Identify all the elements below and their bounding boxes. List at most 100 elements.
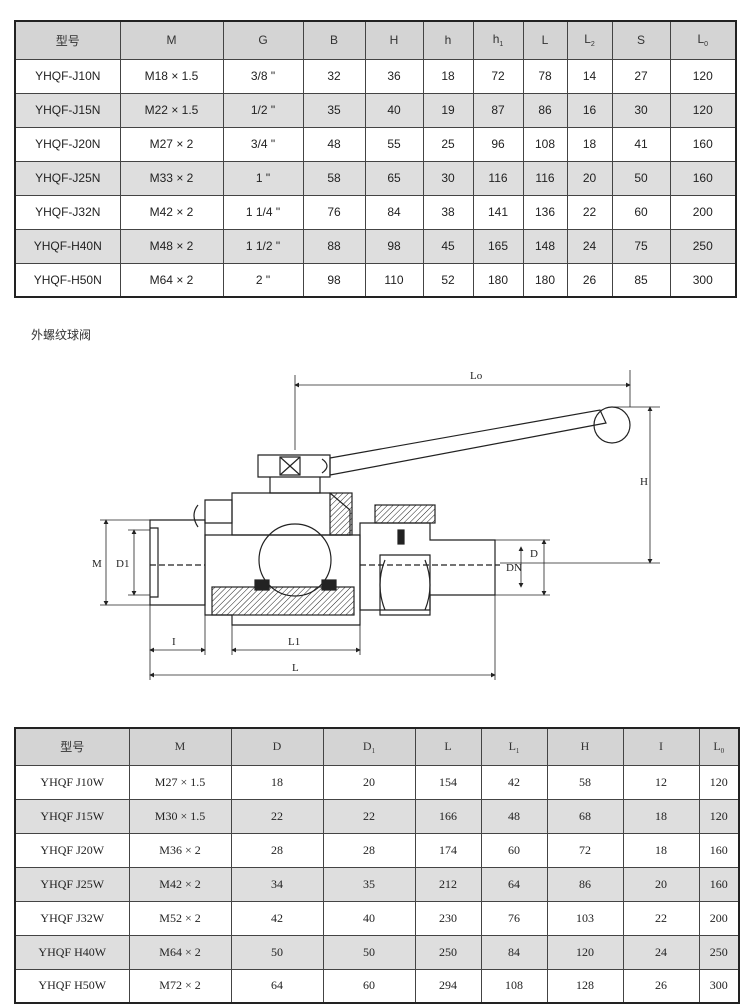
table-cell: 136 [522, 194, 568, 230]
table-cell: 60 [480, 832, 548, 868]
table-cell: 35 [322, 866, 416, 902]
table-cell: 141 [472, 194, 524, 230]
col-header-l0: L0 [669, 20, 737, 60]
col-header-d: D [230, 727, 324, 766]
table-cell: 180 [472, 262, 524, 298]
ball-valve-drawing: Lo H M D1 DN D I L1 L [92, 370, 660, 680]
dim-label-l0: Lo [470, 370, 483, 382]
table-cell: 165 [472, 228, 524, 264]
table-cell: 20 [322, 764, 416, 800]
table-cell: 25 [422, 126, 474, 162]
table-cell: 18 [422, 58, 474, 94]
table-cell: 75 [611, 228, 671, 264]
table-cell: 108 [480, 968, 548, 1004]
col-header-m: M [128, 727, 232, 766]
table-cell: 250 [698, 934, 740, 970]
table-cell: 18 [622, 798, 700, 834]
table-cell: 3/8 " [222, 58, 304, 94]
table-cell: 18 [566, 126, 613, 162]
table-cell: M52 × 2 [128, 900, 232, 936]
cell-model: YHQF J15W [14, 798, 130, 834]
table-cell: 120 [698, 798, 740, 834]
dim-label-i: I [172, 636, 176, 648]
cell-model: YHQF-J25N [14, 160, 121, 196]
table-cell: M27 × 2 [119, 126, 224, 162]
col-header-h1: h1 [472, 20, 524, 60]
table-cell: 28 [230, 832, 324, 868]
table-cell: 85 [611, 262, 671, 298]
table-cell: 20 [566, 160, 613, 196]
table-cell: 50 [322, 934, 416, 970]
cell-model: YHQF H40W [14, 934, 130, 970]
table-cell: 3/4 " [222, 126, 304, 162]
table-cell: 65 [364, 160, 424, 196]
table-cell: 14 [566, 58, 613, 94]
table-cell: 250 [669, 228, 737, 264]
table-cell: 160 [669, 126, 737, 162]
col-header-l1: L1 [480, 727, 548, 766]
dim-label-dn: DN [506, 562, 522, 574]
table-cell: 98 [302, 262, 366, 298]
table-cell: 36 [364, 58, 424, 94]
table-cell: 212 [414, 866, 482, 902]
table-cell: 2 " [222, 262, 304, 298]
table-cell: 1/2 " [222, 92, 304, 128]
table-cell: 28 [322, 832, 416, 868]
table-cell: 30 [422, 160, 474, 196]
cell-model: YHQF J32W [14, 900, 130, 936]
table-cell: 20 [622, 866, 700, 902]
table-cell: 116 [522, 160, 568, 196]
table-cell: 87 [472, 92, 524, 128]
table-cell: 160 [698, 832, 740, 868]
table-cell: 58 [546, 764, 624, 800]
table-cell: 120 [669, 58, 737, 94]
table-cell: 250 [414, 934, 482, 970]
table-cell: 230 [414, 900, 482, 936]
table-cell: 22 [566, 194, 613, 230]
table-cell: 32 [302, 58, 366, 94]
table-cell: 12 [622, 764, 700, 800]
table-cell: M30 × 1.5 [128, 798, 232, 834]
table-cell: 48 [302, 126, 366, 162]
table-cell: 64 [230, 968, 324, 1004]
handle-hub [257, 454, 331, 478]
table-cell: 24 [622, 934, 700, 970]
table-cell: 40 [364, 92, 424, 128]
table-cell: 18 [622, 832, 700, 868]
col-header-l: L [522, 20, 568, 60]
table-cell: 294 [414, 968, 482, 1004]
table-cell: 174 [414, 832, 482, 868]
table-cell: 120 [698, 764, 740, 800]
cell-model: YHQF J10W [14, 764, 130, 800]
dim-label-l1: L1 [288, 636, 300, 648]
dim-label-m: M [92, 558, 102, 570]
table-cell: M64 × 2 [128, 934, 232, 970]
table-cell: 116 [472, 160, 524, 196]
table-cell: 22 [322, 798, 416, 834]
col-header-d1: D1 [322, 727, 416, 766]
table-cell: 88 [302, 228, 366, 264]
table-cell: 110 [364, 262, 424, 298]
table-cell: 160 [669, 160, 737, 196]
col-header-model: 型号 [14, 727, 130, 766]
table-cell: 120 [669, 92, 737, 128]
table-cell: 120 [546, 934, 624, 970]
cell-model: YHQF-J15N [14, 92, 121, 128]
handle-knob [593, 406, 631, 444]
table-cell: 60 [611, 194, 671, 230]
table-cell: M64 × 2 [119, 262, 224, 298]
handle-lever [329, 409, 607, 476]
cell-model: YHQF-J10N [14, 58, 121, 94]
table-cell: 72 [472, 58, 524, 94]
table-cell: 128 [546, 968, 624, 1004]
table-cell: 96 [472, 126, 524, 162]
table-cell: 16 [566, 92, 613, 128]
col-header-m: M [119, 20, 224, 60]
